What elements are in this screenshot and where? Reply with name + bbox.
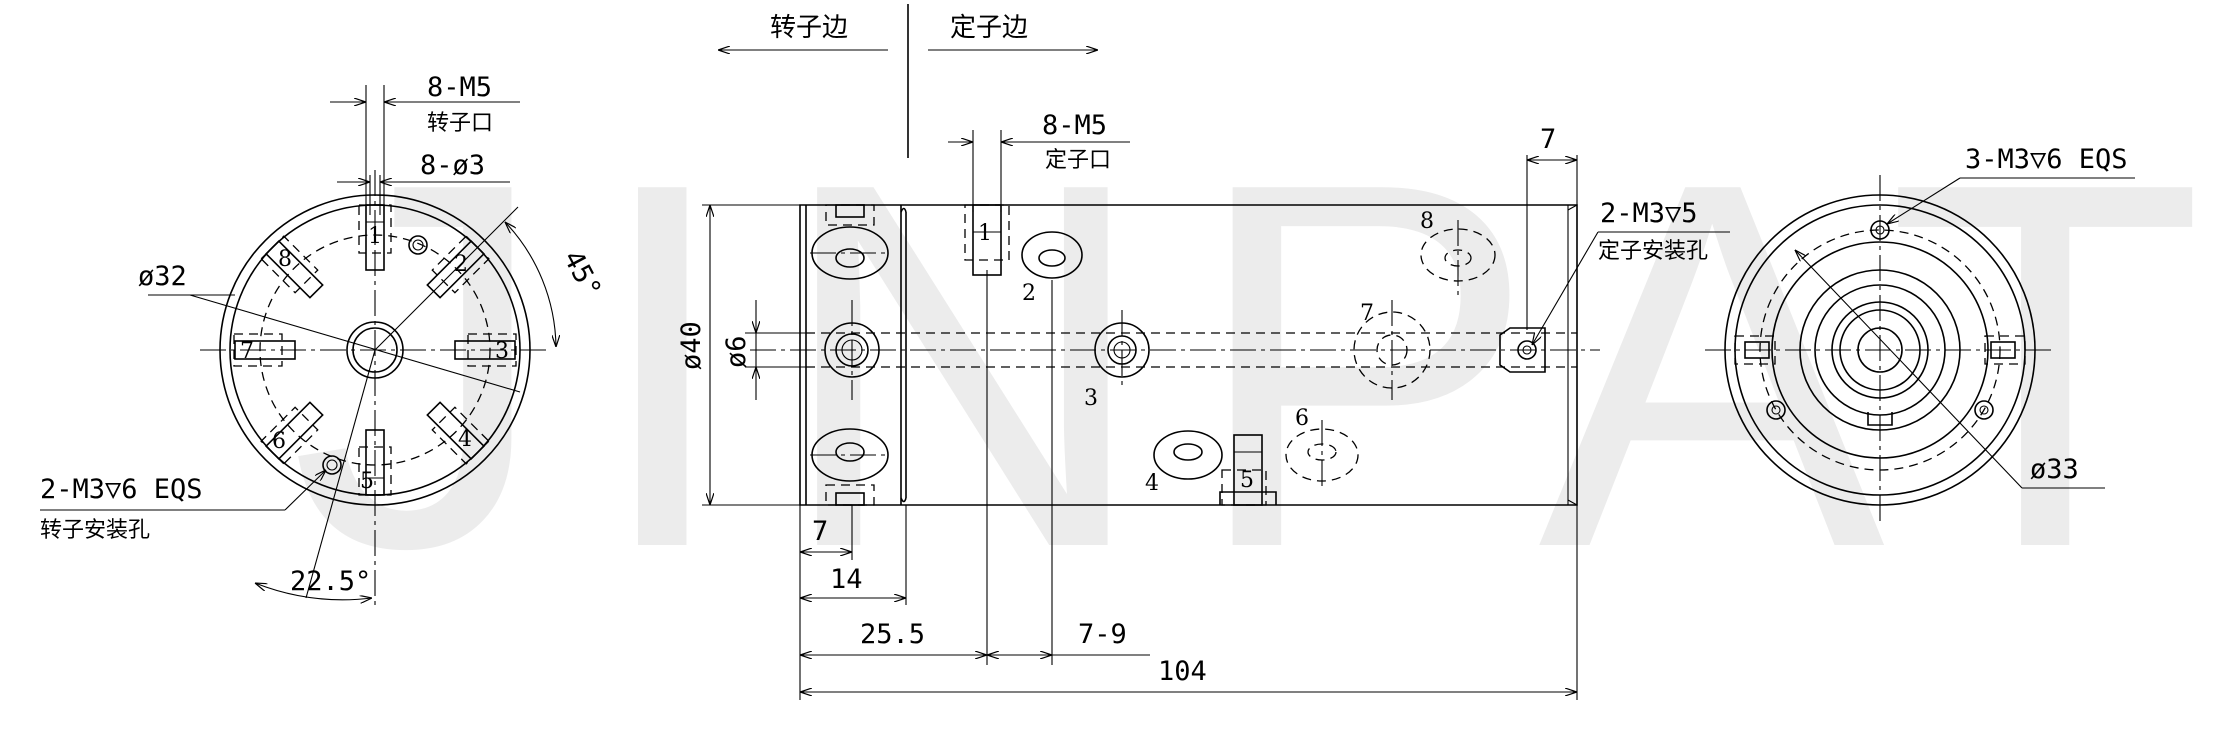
rotor-port-3	[454, 333, 517, 367]
stator-port-4	[1153, 430, 1223, 480]
rotor-port-number-7: 7	[240, 339, 254, 364]
stator-port-number-2: 2	[1022, 281, 1036, 306]
rotor-mount-spec: 2-M3▽6 EQS	[40, 474, 203, 505]
rotor-stator-split	[900, 205, 907, 505]
stator-end-diameter: ø33	[2030, 454, 2079, 485]
stator-port-number-5: 5	[1240, 468, 1254, 493]
stator-mount-hole-left	[1766, 400, 1786, 420]
stator-mount-hole-top	[1870, 220, 1890, 240]
angle-45-arc	[505, 222, 556, 347]
watermark: JINPAT	[290, 75, 2217, 656]
dim-7-bottom: 7	[812, 516, 828, 547]
rotor-side-label: 转子边	[770, 13, 848, 43]
side-view: 1 2 3 4 5 6 7	[676, 110, 1730, 700]
dim-104: 104	[1158, 656, 1207, 687]
stator-mount-hole-right	[1974, 400, 1994, 420]
stator-port-number-1: 1	[978, 221, 992, 246]
dim-7-9: 7-9	[1078, 619, 1127, 650]
stator-port-number-7: 7	[1360, 301, 1374, 326]
stator-thread-label: 定子口	[1045, 148, 1111, 173]
angle-22-arc	[255, 583, 372, 600]
rotor-port-number-6: 6	[272, 429, 286, 454]
stator-port-number-6: 6	[1295, 406, 1309, 431]
rotor-port-1	[358, 204, 392, 271]
rotor-thread-spec: 8-M5	[427, 72, 492, 103]
stator-mount-hole	[1499, 327, 1546, 373]
stator-port-5	[1219, 434, 1277, 506]
rotor-port-7	[233, 333, 296, 367]
dim-25-5: 25.5	[860, 619, 925, 650]
dim-7-top: 7	[1540, 124, 1556, 155]
stator-end-view: 3-M3▽6 EQS ø33	[1705, 144, 2135, 525]
rotor-port-4	[426, 401, 490, 465]
dia-bore: ø6	[721, 335, 752, 368]
rotor-end-view: 1 2 3 4 5 6 7 8 8-M5 转子口 8-ø3 ø32 45°	[40, 72, 607, 610]
rotor-port-number-8: 8	[278, 247, 292, 272]
rotor-thread-label: 转子口	[427, 111, 493, 136]
dim-14: 14	[830, 564, 863, 595]
stator-side-port-left	[1734, 335, 1776, 365]
stator-mount-label: 定子安装孔	[1598, 239, 1708, 264]
rotor-mount-hole-top	[408, 235, 428, 255]
rotor-port-5	[358, 429, 392, 496]
angle-22-label: 22.5°	[290, 566, 371, 597]
rotor-port-8	[260, 235, 324, 299]
side-indicator: 转子边 定子边	[718, 4, 1098, 158]
rotor-port-number-1: 1	[368, 224, 382, 249]
rotor-mount-label: 转子安装孔	[40, 518, 150, 543]
rotor-port-number-4: 4	[458, 427, 472, 452]
rotor-port-number-5: 5	[360, 469, 374, 494]
dia-outer: ø40	[676, 321, 707, 370]
stator-side-label: 定子边	[950, 13, 1028, 43]
rotor-port-number-3: 3	[495, 339, 509, 364]
stator-port-number-4: 4	[1145, 471, 1159, 496]
stator-thread-spec: 8-M5	[1042, 110, 1107, 141]
rotor-port-6	[260, 401, 324, 465]
stator-port-number-8: 8	[1420, 209, 1434, 234]
stator-side-port-right	[1984, 335, 2026, 365]
stator-port-7	[1353, 311, 1431, 389]
rotor-mount-hole-bottom	[322, 455, 342, 475]
stator-port-2	[1021, 231, 1083, 279]
rotor-diameter: ø32	[138, 261, 187, 292]
stator-port-number-3: 3	[1084, 386, 1098, 411]
stator-end-mount-spec: 3-M3▽6 EQS	[1965, 144, 2128, 175]
stator-mount-spec: 2-M3▽5	[1600, 198, 1698, 229]
rotor-hole-spec: 8-ø3	[420, 150, 485, 181]
